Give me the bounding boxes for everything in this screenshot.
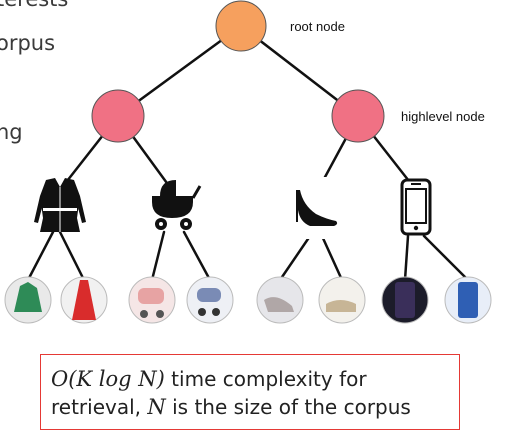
- coat-icon: [34, 178, 86, 232]
- highlevel-node-right: [331, 89, 385, 143]
- leaf-photo-6: [318, 276, 366, 324]
- edge-heel-leaf5: [278, 234, 312, 282]
- root-node: [215, 0, 267, 52]
- root-node-label: root node: [290, 19, 345, 34]
- high-heel-icon: [290, 177, 340, 239]
- edge-phone-leaf8: [422, 234, 470, 282]
- edge-heel-leaf6: [320, 234, 344, 282]
- leaf-photo-5: [256, 276, 304, 324]
- edge-coat-leaf2: [58, 230, 86, 282]
- caption-line-1: O(K log N) time complexity for: [51, 365, 449, 393]
- corpus-size-symbol: N: [147, 395, 166, 419]
- stroller-icon: [152, 180, 202, 230]
- complexity-formula: O(K log N): [51, 367, 165, 391]
- caption-text-2: retrieval,: [51, 395, 148, 419]
- caption-line-2: retrieval, N is the size of the corpus: [51, 393, 449, 421]
- edge-stroller-leaf3: [150, 230, 166, 282]
- complexity-caption: O(K log N) time complexity for retrieval…: [40, 354, 460, 430]
- leaf-photo-1: [4, 276, 52, 324]
- tree-diagram: root node highlevel node: [4, 0, 492, 324]
- caption-text-1: time complexity for: [164, 367, 367, 391]
- edge-stroller-leaf4: [182, 230, 212, 282]
- tree-edges: [26, 24, 470, 282]
- smartphone-icon: [400, 178, 432, 236]
- side-text-2: orpus: [0, 31, 56, 55]
- highlevel-node-label: highlevel node: [401, 109, 485, 124]
- edge-phone-leaf7: [403, 234, 410, 282]
- highlevel-node-left: [91, 89, 145, 143]
- caption-text-3: is the size of the corpus: [165, 395, 411, 419]
- leaf-photo-4: [186, 276, 234, 324]
- leaf-photo-3: [128, 276, 176, 324]
- leaf-photo-8: [444, 276, 492, 324]
- side-text-1: terests: [0, 0, 68, 11]
- side-text-3: ng: [0, 120, 23, 144]
- edge-coat-leaf1: [26, 230, 55, 282]
- leaf-photo-7: [381, 276, 429, 324]
- leaf-photo-2: [60, 276, 108, 324]
